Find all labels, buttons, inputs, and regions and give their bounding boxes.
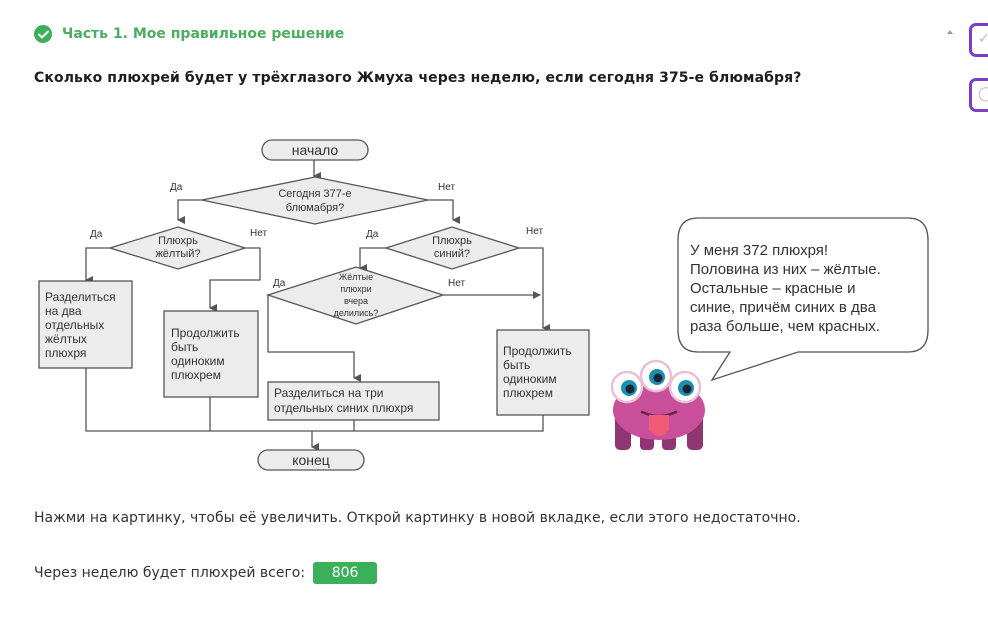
section-title: Часть 1. Мое правильное решение: [62, 26, 345, 42]
box-line: быть: [171, 340, 198, 354]
answer-row: Через неделю будет плюхрей всего: 806: [34, 562, 378, 584]
yes-label: Да: [170, 182, 183, 193]
flowchart-diagram: начало Сегодня 377-е блюмабря? Да Нет Пл…: [38, 139, 929, 471]
bubble-line: У меня 372 плюхря!: [690, 242, 829, 259]
box-line: Продолжить: [171, 326, 240, 340]
box-line: Разделиться: [45, 290, 116, 304]
start-label: начало: [292, 142, 339, 158]
decision-date-line: блюмабря?: [286, 202, 344, 214]
decision-yesterday: [265, 266, 446, 325]
end-label: конец: [292, 452, 330, 468]
monster-illustration: [610, 359, 705, 450]
box-line: отдельных синих плюхря: [274, 401, 413, 415]
speech-bubble: [677, 217, 929, 382]
check-icon: ✓: [978, 31, 988, 47]
no-label: Нет: [438, 182, 455, 193]
image-hint-text: Нажми на картинку, чтобы её увеличить. О…: [34, 510, 801, 526]
box-line: одиноким: [503, 372, 557, 386]
answer-badge: 806: [313, 562, 378, 584]
bubble-line: Остальные – красные и: [690, 280, 856, 297]
circle-icon: ◯: [978, 86, 988, 102]
decision-yellow: [107, 226, 248, 270]
section-header: Часть 1. Мое правильное решение: [34, 25, 344, 43]
box-line: быть: [503, 358, 530, 372]
yes-label: Да: [273, 278, 286, 289]
box-line: жёлтых: [45, 332, 87, 346]
decision-yesterday-line: делились?: [334, 308, 379, 318]
check-circle-icon: [34, 25, 52, 43]
speech-bubble-text: У меня 372 плюхря! Половина из них – жёл…: [690, 241, 930, 336]
bubble-line: синие, причём синих в два: [690, 299, 876, 316]
box-split-three: [267, 381, 440, 421]
side-check-button[interactable]: ✓: [969, 23, 988, 57]
decision-blue-line: Плюхрь: [432, 235, 472, 247]
box-line: Разделиться на три: [274, 386, 383, 400]
decision-yesterday-line: плюхри: [340, 284, 371, 294]
box-stay-alone-1: [163, 310, 259, 398]
no-label: Нет: [250, 228, 267, 239]
box-split-two: [38, 280, 133, 369]
box-line: одиноким: [171, 354, 225, 368]
flowchart-end: [257, 449, 365, 471]
bubble-line: раза больше, чем красных.: [690, 318, 880, 335]
bubble-line: Половина из них – жёлтые.: [690, 261, 881, 278]
box-line: плюхрем: [171, 368, 221, 382]
no-label: Нет: [526, 226, 543, 237]
flowchart-start: [261, 139, 369, 161]
box-line: на два: [45, 304, 82, 318]
box-line: Продолжить: [503, 344, 572, 358]
box-line: плюхрем: [503, 386, 553, 400]
decision-blue-line: синий?: [434, 248, 470, 260]
decision-date: [201, 176, 429, 225]
box-line: плюхря: [45, 346, 86, 360]
yes-label: Да: [90, 229, 103, 240]
decision-date-line: Сегодня 377-е: [278, 188, 351, 200]
decision-yellow-line: жёлтый?: [155, 248, 200, 260]
task-image[interactable]: начало Сегодня 377-е блюмабря? Да Нет Пл…: [30, 130, 940, 475]
decision-yesterday-line: вчера: [344, 296, 368, 306]
side-circle-button[interactable]: ◯: [969, 78, 988, 112]
box-stay-alone-2: [496, 329, 590, 416]
decision-yesterday-line: Жёлтые: [339, 272, 373, 282]
question-text: Сколько плюхрей будет у трёхглазого Жмух…: [34, 70, 802, 86]
answer-label: Через неделю будет плюхрей всего:: [34, 565, 306, 581]
no-label: Нет: [448, 278, 465, 289]
collapse-arrow-icon[interactable]: [947, 30, 953, 34]
box-line: отдельных: [45, 318, 104, 332]
decision-yellow-line: Плюхрь: [158, 235, 198, 247]
decision-blue: [383, 226, 522, 270]
yes-label: Да: [366, 229, 379, 240]
